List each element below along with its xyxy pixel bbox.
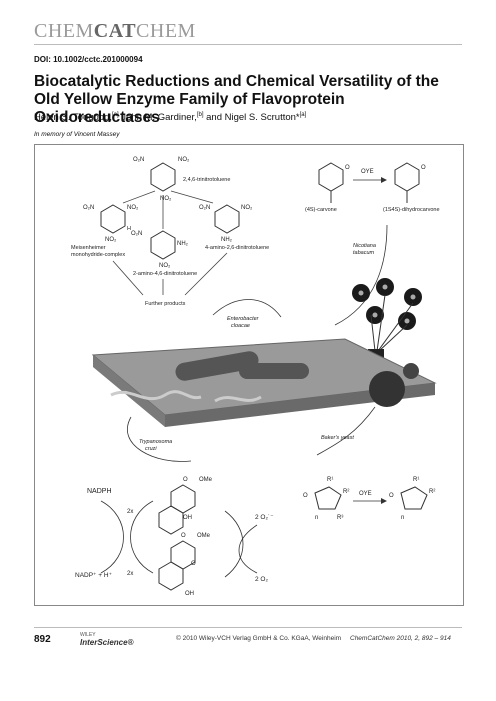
- dedication: In memory of Vincent Massey: [34, 131, 120, 138]
- authors: Helen S. Toogood,[a] John M. Gardiner,[b…: [34, 112, 306, 123]
- page-number: 892: [34, 634, 51, 645]
- publisher-small-label: WILEY: [80, 632, 96, 638]
- curved-arrow: [127, 416, 192, 462]
- doi[interactable]: DOI: 10.1002/cctc.201000094: [34, 55, 143, 64]
- dihydrocarvone-label: (1S4S)-dihydrocarvone: [383, 207, 440, 213]
- r1-label: R¹: [327, 477, 333, 483]
- r1-label: R¹: [413, 477, 419, 483]
- r2-label: R²: [429, 489, 435, 495]
- dihydrocarvone-structure: [394, 162, 420, 203]
- hydroxyl-label: OH: [183, 515, 192, 521]
- journal-citation: ChemCatChem 2010, 2, 892 – 914: [350, 635, 451, 642]
- publisher-brand: InterScience®: [80, 638, 134, 647]
- copyright-notice: © 2010 Wiley-VCH Verlag GmbH & Co. KGaA,…: [176, 635, 342, 642]
- methoxy-label: OMe: [197, 533, 211, 539]
- enterobacter-label-2: cloacae: [231, 323, 250, 329]
- author-name[interactable]: and Nigel S. Scrutton*: [203, 112, 300, 124]
- nitro-group: O₂N: [133, 157, 144, 163]
- header-rule: [34, 44, 462, 45]
- nitro-group: O₂N: [131, 231, 142, 237]
- oxygen-label: O: [183, 477, 188, 483]
- adnt2-structure: [150, 230, 176, 260]
- meisenheimer-label-2: monohydride-complex: [71, 252, 125, 258]
- oxygen-label: O: [191, 561, 196, 567]
- figure-artwork: O₂N NO₂ NO₂ 2,4,6-trinitrotoluene O₂N NO…: [71, 157, 440, 597]
- amine-group: NH₂: [221, 237, 233, 243]
- enterobacter-label-1: Enterobacter: [227, 316, 260, 322]
- nicotiana-label-2: tabacum: [353, 250, 375, 256]
- ring-size-label: n: [315, 515, 318, 521]
- carvone-structure: [318, 162, 344, 203]
- affiliation-marker: [a]: [299, 112, 307, 118]
- enone-structure: [314, 486, 342, 510]
- nitro-group: NO₂: [160, 196, 172, 202]
- affiliation-marker: [a]: [112, 112, 119, 118]
- cycle-arrow: [224, 510, 244, 578]
- oxygen-label: O: [303, 493, 308, 499]
- nitro-group: O₂N: [199, 205, 210, 211]
- tnt-label: 2,4,6-trinitrotoluene: [183, 177, 230, 183]
- tnt-structure: [150, 162, 176, 192]
- nadph-label: NADPH: [87, 488, 112, 495]
- adnt4-label: 4-amino-2,6-dinitrotoluene: [205, 245, 269, 251]
- pathway-arrows: [112, 190, 228, 296]
- multiplier-label: 2x: [127, 571, 133, 577]
- graphical-abstract-figure: O₂N NO₂ NO₂ 2,4,6-trinitrotoluene O₂N NO…: [34, 144, 464, 606]
- curved-arrow: [334, 224, 388, 326]
- hydroxyl-label: OH: [185, 591, 194, 597]
- further-products-label: Further products: [145, 301, 186, 307]
- bakers-yeast-label: Baker's yeast: [321, 435, 354, 441]
- cycle-arrow: [238, 524, 258, 574]
- oxygen-label: O: [389, 493, 394, 499]
- reaction-arrowhead: [381, 177, 387, 183]
- hydrogen-label: H: [127, 226, 131, 232]
- oxygen-label: O: [421, 165, 426, 171]
- nadp-label: NADP⁺ + H⁺: [75, 572, 113, 579]
- quinone-structure: [158, 484, 196, 535]
- carvone-label: (4S)-carvone: [305, 207, 337, 213]
- footer-rule: [34, 627, 462, 628]
- semiquinone-structure: [158, 540, 196, 591]
- article-title: Biocatalytic Reductions and Chemical Ver…: [34, 73, 439, 126]
- oye-label: OYE: [361, 169, 374, 175]
- oxygen-label: 2 O₂: [255, 576, 268, 583]
- meisenheimer-label-1: Meisenheimer: [71, 245, 106, 251]
- multiplier-label: 2x: [127, 509, 133, 515]
- cycle-arrow: [100, 500, 124, 574]
- reaction-arrowhead: [381, 498, 387, 504]
- r3-label: R³: [337, 515, 343, 521]
- nitro-group: NO₂: [178, 157, 190, 163]
- cycle-arrow: [130, 500, 154, 574]
- reduced-ketone-structure: [400, 486, 428, 510]
- affiliation-marker: [b]: [196, 112, 204, 118]
- curved-arrow: [212, 299, 282, 318]
- nitro-group: NO₂: [105, 237, 117, 243]
- journal-name: CHEMCATCHEM: [34, 20, 196, 42]
- amine-group: NH₂: [177, 241, 189, 247]
- trypanosoma-label-2: cruzi: [145, 446, 157, 452]
- adnt4-structure: [214, 204, 240, 234]
- culture-plate-illustration: [91, 338, 437, 427]
- nitro-group: O₂N: [83, 205, 94, 211]
- meisenheimer-structure: [100, 204, 126, 234]
- author-name[interactable]: John M. Gardiner,: [118, 112, 197, 124]
- methoxy-label: OMe: [199, 477, 213, 483]
- author-name[interactable]: Helen S. Toogood,: [34, 112, 112, 124]
- superoxide-label: 2 O₂˙⁻: [255, 513, 274, 521]
- nitro-group: NO₂: [241, 205, 253, 211]
- curved-arrow: [316, 406, 376, 456]
- trypanosoma-label-1: Trypanosoma: [139, 439, 172, 445]
- r2-label: R²: [343, 489, 349, 495]
- nitro-group: NO₂: [127, 205, 139, 211]
- oxygen-label: O: [345, 165, 350, 171]
- nicotiana-label-1: Nicotiana: [353, 243, 376, 249]
- adnt2-label: 2-amino-4,6-dinitrotoluene: [133, 271, 197, 277]
- oxygen-label: O: [181, 533, 186, 539]
- nitro-group: NO₂: [159, 263, 171, 269]
- ring-size-label: n: [401, 515, 404, 521]
- oye-label: OYE: [359, 491, 372, 497]
